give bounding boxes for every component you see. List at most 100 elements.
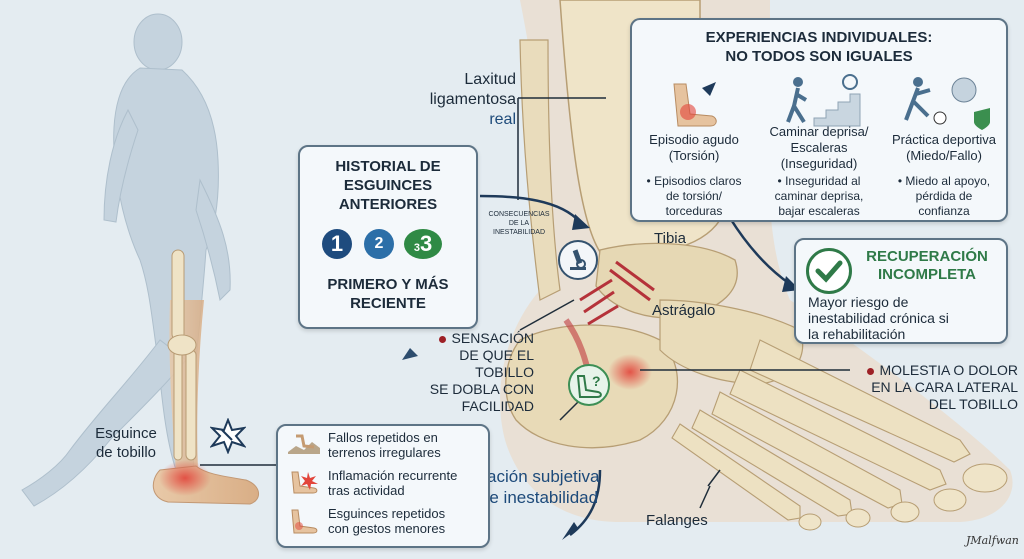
pain-label: MOLESTIA O DOLOR EN LA CARA LATERAL DEL … (848, 362, 1018, 413)
history-footer: PRIMERO Y MÁS RECIENTE (300, 275, 476, 313)
sprain-line1: Esguince (95, 425, 157, 442)
phalanges-label: Falanges (646, 512, 708, 529)
exp-col-sports-head1: Práctica deportiva (891, 132, 997, 147)
exp-col-walking-head3: (Inseguridad) (780, 156, 858, 171)
recovery-text-line2: inestabilidad crónica si (808, 310, 949, 326)
bullet-icon: • (646, 174, 655, 188)
exp-col-acute-b2: de torsión/ (665, 189, 723, 203)
number-one-badge: 1 (322, 229, 352, 259)
symptom-item-1: Fallos repetidos en terrenos irregulares (328, 430, 486, 460)
bullet-icon: • (897, 174, 906, 188)
symptom-item-2: Inflamación recurrente tras actividad (328, 468, 486, 498)
sprain-burst-icon (209, 417, 247, 455)
symptom-item-3: Esguinces repetidos con gestos menores (328, 506, 486, 536)
bullet-icon: • (777, 174, 786, 188)
subjective-label: sación subjetiva de inestabilidad (464, 466, 614, 508)
red-bullet-icon (866, 367, 874, 375)
sprain-label: Esguince de tobillo (82, 424, 170, 462)
consequences-line3: INESTABILIDAD (493, 229, 545, 236)
history-title: HISTORIAL DE ESGUINCES ANTERIORES (300, 157, 476, 214)
exp-col-sports-b1-text: Miedo al apoyo, (905, 174, 991, 188)
sensation-line3: TOBILLO (475, 364, 534, 380)
sprain-line2: de tobillo (95, 444, 157, 461)
history-footer-line2: RECIENTE (350, 295, 426, 312)
recovery-title-line2: INCOMPLETA (877, 266, 977, 283)
symptom-1-line2: terrenos irregulares (328, 445, 441, 460)
exp-col-sports-b2: pérdida de (915, 189, 973, 203)
exp-col-acute-head1: Episodio agudo (649, 132, 739, 147)
recovery-title: RECUPERACIÓN INCOMPLETA (852, 248, 1002, 284)
exp-col-acute: Episodio agudo (Torsión) • Episodios cla… (632, 132, 756, 219)
pain-line2: EN LA CARA LATERAL (871, 379, 1018, 395)
recovery-text-line1: Mayor riesgo de (808, 294, 909, 310)
exp-col-sports-b3: confianza (918, 204, 970, 218)
sensation-line1-text: SENSACIÓN (451, 330, 534, 346)
number-three-badge: 33 (404, 229, 442, 259)
inflammation-icon (286, 468, 322, 496)
history-title-line3: ANTERIORES (338, 196, 438, 213)
experiences-title-line1: EXPERIENCIAS INDIVIDUALES: (705, 29, 933, 46)
history-footer-line1: PRIMERO Y MÁS (327, 276, 449, 293)
symptom-1-line1: Fallos repetidos en (328, 430, 438, 445)
consequences-line2: DE LA (508, 220, 530, 227)
recovery-panel: RECUPERACIÓN INCOMPLETA Mayor riesgo de … (794, 238, 1008, 344)
signature: JMalfwan (966, 534, 1019, 547)
check-icon (806, 248, 852, 294)
uneven-terrain-icon (286, 432, 322, 456)
symptom-3-line2: con gestos menores (328, 521, 446, 536)
red-bullet-icon (438, 335, 446, 343)
laxity-line2: ligamentosa (429, 91, 516, 108)
experiences-title-line2: NO TODOS SON IGUALES (725, 48, 913, 65)
exp-col-sports-head2: (Miedo/Fallo) (906, 148, 982, 163)
consequences-label: CONSECUENCIAS DE LA INESTABILIDAD (478, 210, 560, 237)
pain-line1: MOLESTIA O DOLOR (848, 362, 1018, 379)
exp-col-walking-b2: caminar deprisa, (774, 189, 864, 203)
svg-text:?: ? (592, 373, 601, 389)
leg-bones (167, 249, 197, 461)
recovery-text-line3: la rehabilitación (808, 326, 906, 342)
subjective-line2: de inestabilidad (479, 488, 599, 507)
walking-stairs-icon (782, 72, 862, 130)
pain-line1-text: MOLESTIA O DOLOR (879, 362, 1018, 378)
consequences-line1: CONSECUENCIAS (488, 211, 550, 218)
sensation-line4: SE DOBLA CON (429, 381, 534, 397)
recovery-title-line1: RECUPERACIÓN (866, 248, 988, 265)
experiences-title: EXPERIENCIAS INDIVIDUALES: NO TODOS SON … (632, 28, 1006, 66)
recovery-text: Mayor riesgo de inestabilidad crónica si… (808, 294, 1000, 342)
number-three-large: 3 (419, 231, 433, 256)
sprain-glow (159, 460, 211, 496)
question-foot-icon: ? (568, 364, 610, 406)
exp-col-acute-b1: • Episodios claros (632, 174, 756, 189)
talus-label: Astrágalo (652, 302, 716, 319)
number-three-small: 3 (413, 242, 420, 254)
pain-line3: DEL TOBILLO (928, 396, 1018, 412)
subjective-line1: sación subjetiva (478, 467, 600, 486)
symptom-3-line1: Esguinces repetidos (328, 506, 446, 521)
history-title-line2: ESGUINCES (343, 177, 433, 194)
exp-col-acute-head2: (Torsión) (668, 148, 720, 163)
history-panel: HISTORIAL DE ESGUINCES ANTERIORES 1 2 33… (298, 145, 478, 329)
acute-episode-icon (664, 74, 724, 130)
exp-col-walking-head2: Escaleras (790, 140, 848, 155)
laxity-line3: real (489, 111, 516, 128)
symptom-2-line1: Inflamación recurrente (328, 468, 458, 483)
exp-col-acute-b1-text: Episodios claros (654, 174, 742, 188)
repeat-sprain-icon (286, 506, 322, 536)
laxity-label: Laxitud ligamentosa real (402, 70, 516, 130)
exp-col-walking-b3: bajar escaleras (778, 204, 860, 218)
exp-col-sports-b1: • Miedo al apoyo, (882, 174, 1006, 189)
symptom-2-line2: tras actividad (328, 483, 405, 498)
exp-col-walking-head1: Caminar deprisa/ (769, 124, 869, 139)
microscope-icon (558, 240, 598, 280)
number-two-text: 2 (374, 235, 384, 252)
sensation-line1: SENSACIÓN (420, 330, 534, 347)
exp-col-walking: Caminar deprisa/ Escaleras (Inseguridad)… (756, 124, 882, 219)
exp-col-walking-b1: • Inseguridad al (756, 174, 882, 189)
exp-col-walking-b1-text: Inseguridad al (785, 174, 861, 188)
sensation-line2: DE QUE EL (459, 347, 534, 363)
sensation-label: SENSACIÓN DE QUE EL TOBILLO SE DOBLA CON… (420, 330, 534, 415)
exp-col-sports: Práctica deportiva (Miedo/Fallo) • Miedo… (882, 132, 1006, 219)
number-two-badge: 2 (364, 229, 394, 259)
exp-col-acute-b3: torceduras (665, 204, 723, 218)
tibia-label: Tibia (654, 230, 686, 247)
